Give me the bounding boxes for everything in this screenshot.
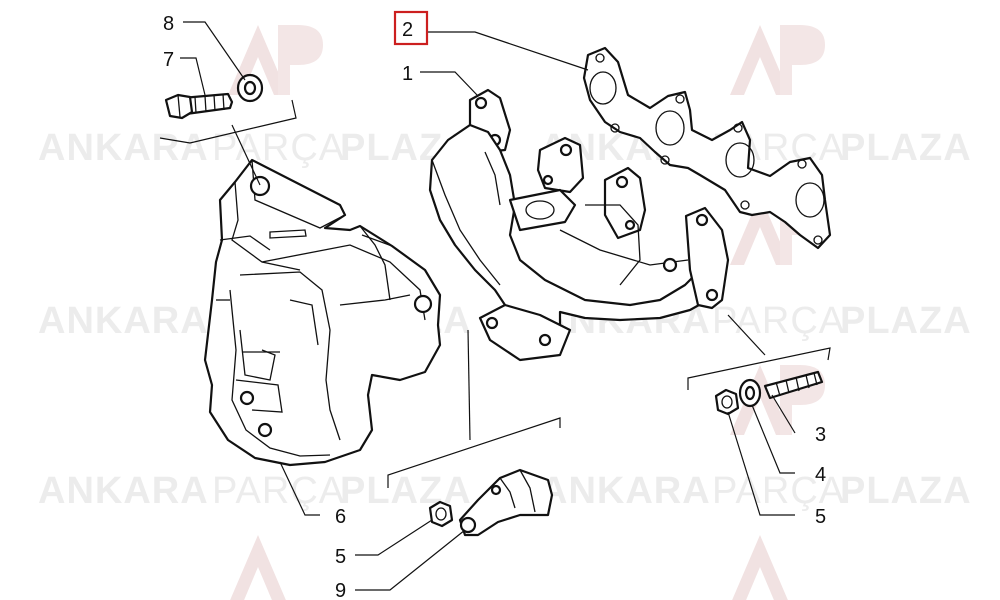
watermark-word-parca: PARÇA: [212, 127, 345, 169]
flange-bolt-hole: [542, 174, 554, 186]
watermark-word-ankara: ANKARA: [540, 470, 711, 512]
watermark-word-plaza: PLAZA: [340, 470, 472, 512]
callout-2-highlight-box: [393, 10, 429, 46]
callout-3[interactable]: 3: [815, 424, 826, 446]
callout-5[interactable]: 5: [335, 546, 346, 568]
bolt-part[interactable]: [164, 92, 234, 120]
flange-bolt-hole: [705, 288, 719, 302]
support-bracket-part[interactable]: [458, 468, 554, 537]
nut-part-bottom[interactable]: [428, 500, 454, 528]
washer-part[interactable]: [236, 73, 264, 103]
stud-washer-part[interactable]: [738, 378, 762, 408]
gasket-part[interactable]: [582, 46, 832, 250]
flange-bolt-hole: [559, 143, 573, 157]
ap-logo-icon: [730, 25, 825, 95]
shield-mount-hole: [413, 294, 433, 314]
flange-bolt-hole: [615, 175, 629, 189]
bracket-bolt-hole: [490, 484, 502, 496]
watermark-word-plaza: PLAZA: [840, 300, 972, 342]
watermark-word-ankara: ANKARA: [38, 127, 209, 169]
flange-bolt-hole: [695, 213, 709, 227]
watermark-word-parca: PARÇA: [712, 470, 845, 512]
nut-part-right[interactable]: [714, 388, 740, 416]
manifold-stud-hole: [662, 257, 678, 273]
bracket-bolt-hole: [459, 516, 477, 534]
watermark-word-parca: PARÇA: [212, 470, 345, 512]
heat-shield-part[interactable]: [203, 158, 442, 467]
flange-bolt-hole: [474, 96, 488, 110]
shield-mount-hole: [257, 422, 273, 438]
callout-7[interactable]: 7: [163, 49, 174, 71]
outlet-bolt-hole: [538, 333, 552, 347]
callout-6[interactable]: 6: [335, 506, 346, 528]
callout-2[interactable]: 2: [402, 19, 413, 41]
watermark-word-ankara: ANKARA: [38, 470, 209, 512]
callout-1[interactable]: 1: [402, 63, 413, 85]
callout-4[interactable]: 4: [815, 464, 826, 486]
ap-logo-icon: [732, 535, 788, 600]
shield-mount-hole: [249, 175, 271, 197]
callout-9[interactable]: 9: [335, 580, 346, 600]
leader-lines: [159, 21, 831, 591]
ap-logo-icon: [230, 535, 286, 600]
outlet-bolt-hole: [485, 316, 499, 330]
exhaust-manifold-part[interactable]: [428, 88, 730, 362]
watermark-word-ankara: ANKARA: [38, 300, 209, 342]
callout-labels: 8 7 2 1 3 4 5 6 5 9: [163, 10, 826, 600]
stud-part[interactable]: [763, 370, 824, 400]
shield-mount-hole: [239, 390, 255, 406]
callout-8[interactable]: 8: [163, 13, 174, 35]
callout-5[interactable]: 5: [815, 506, 826, 528]
watermark-word-plaza: PLAZA: [840, 127, 972, 169]
watermark-word-plaza: PLAZA: [840, 470, 972, 512]
watermark-word-parca: PARÇA: [712, 300, 845, 342]
flange-bolt-hole: [624, 219, 636, 231]
